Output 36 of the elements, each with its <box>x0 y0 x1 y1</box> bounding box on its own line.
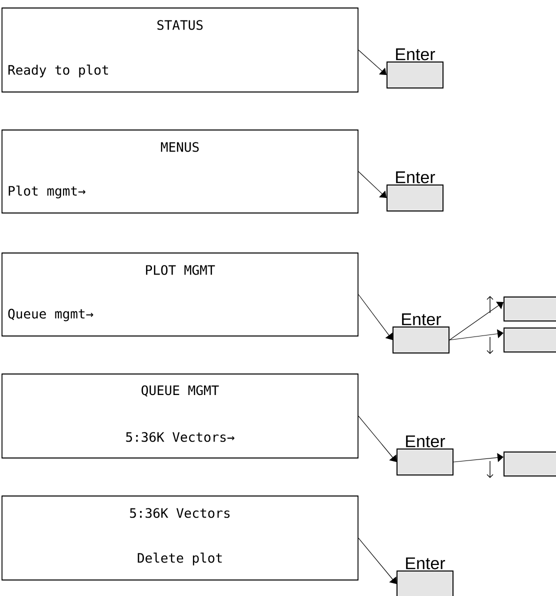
display-line: 5:36K Vectors→ <box>126 432 234 442</box>
key <box>504 328 556 352</box>
node-label: Enter <box>396 171 436 184</box>
display-screen <box>2 252 358 336</box>
display-heading: PLOT MGMT <box>146 265 215 275</box>
arrow <box>358 416 396 462</box>
enter-key: Enter <box>386 48 444 88</box>
display-line: Plot mgmt→ <box>8 186 86 198</box>
enter-key: Enter <box>392 313 450 354</box>
arrow <box>453 453 504 462</box>
display-screen <box>2 374 358 458</box>
arrow <box>449 329 504 340</box>
node-label: Enter <box>396 48 436 60</box>
display-line: Ready to plot <box>8 64 108 78</box>
node-label: Enter <box>402 313 442 326</box>
arrow <box>358 50 386 75</box>
display-line: Queue mgmt→ <box>8 308 94 322</box>
display-line: Delete plot <box>138 552 222 566</box>
display-heading: MENUS <box>160 142 199 152</box>
key <box>504 296 556 322</box>
arrow <box>358 538 396 584</box>
display-screen <box>2 8 358 92</box>
display-screen <box>2 130 358 214</box>
arrow <box>358 294 393 340</box>
arrow <box>449 302 504 340</box>
display-heading: 5:36K Vectors <box>130 508 230 518</box>
display-heading: STATUS <box>157 20 203 30</box>
arrow <box>358 171 386 198</box>
node-label: Enter <box>406 557 446 570</box>
enter-key: Enter <box>396 557 454 596</box>
display-heading: QUEUE MGMT <box>142 385 219 397</box>
display-screen <box>2 496 358 580</box>
node-label: Enter <box>406 435 446 448</box>
enter-key: Enter <box>386 171 444 212</box>
key <box>504 452 556 476</box>
enter-key: Enter <box>396 435 454 476</box>
